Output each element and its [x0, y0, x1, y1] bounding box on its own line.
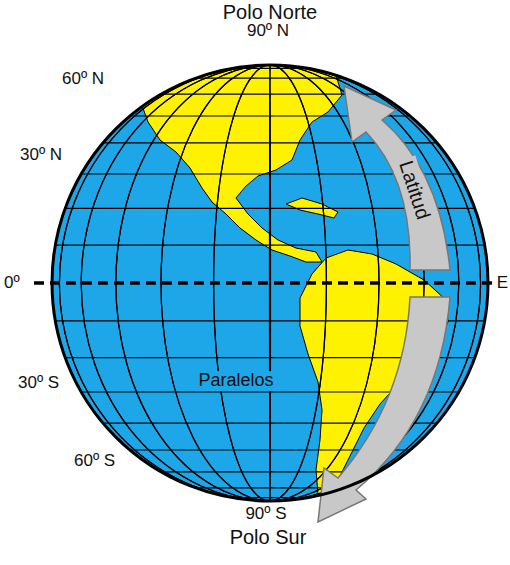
- equator-line: [34, 281, 494, 285]
- latitude-arrow-down: [318, 297, 450, 522]
- pole-label: Polo Norte: [223, 1, 318, 23]
- latitude-value: 60º S: [74, 452, 115, 471]
- latitude-value: 30º S: [18, 374, 59, 393]
- latitude-value: 30º N: [20, 146, 62, 165]
- direction-letter: E: [497, 274, 508, 293]
- meridian-line: [269, 65, 270, 501]
- latitude-value: 90º N: [247, 22, 289, 41]
- axis-label: Paralelos: [195, 371, 276, 391]
- latitude-value: 0º: [4, 274, 20, 293]
- axis-label: Latitud: [394, 155, 435, 225]
- latitude-arrow-up: [344, 86, 450, 270]
- meridian-line: [270, 65, 271, 501]
- latitude-value: 60º N: [62, 70, 104, 89]
- globe-outline: [52, 65, 488, 501]
- pole-label: Polo Sur: [230, 526, 307, 548]
- latitude-value: 90º S: [245, 505, 286, 524]
